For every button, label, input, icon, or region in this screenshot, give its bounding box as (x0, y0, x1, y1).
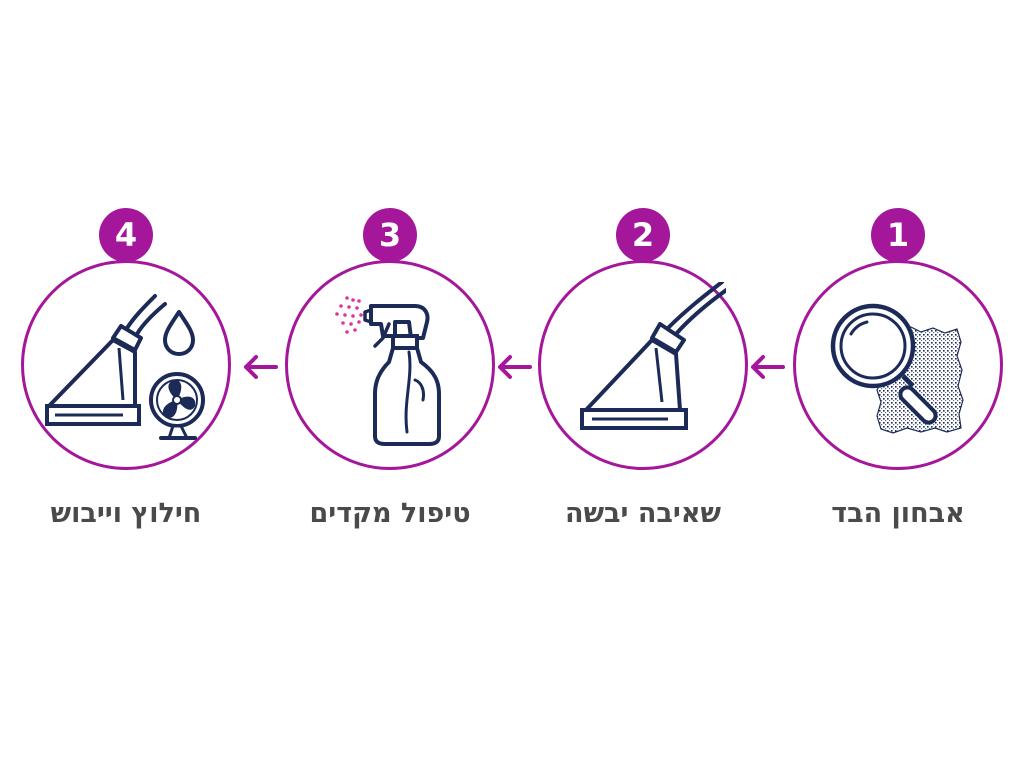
magnifier-fabric-icon (830, 303, 964, 434)
step-1: 1 אבחון הבד (790, 208, 1006, 538)
step-2-number-badge: 2 (616, 208, 670, 262)
step-1-number-badge: 1 (871, 208, 925, 262)
step-1-label: אבחון הבד (831, 498, 965, 529)
step-2: 2 שאיבה יבשה (535, 208, 751, 538)
step-4: 4 חילוץ וייבוש (18, 208, 234, 538)
step-2-label: שאיבה יבשה (565, 498, 721, 529)
arrow-left-icon (498, 355, 532, 379)
step-3-number-badge: 3 (363, 208, 417, 262)
arrow-left-icon (751, 355, 785, 379)
step-3: 3 טיפול מקדים (282, 208, 498, 538)
spray-bottle-icon (335, 296, 441, 446)
vacuum-nozzle-icon (580, 282, 726, 430)
step-4-number-badge: 4 (99, 208, 153, 262)
arrow-left-icon (244, 355, 278, 379)
step-4-label: חילוץ וייבוש (50, 498, 202, 529)
step-3-label: טיפול מקדים (309, 498, 471, 529)
extraction-drying-icon (45, 294, 205, 440)
